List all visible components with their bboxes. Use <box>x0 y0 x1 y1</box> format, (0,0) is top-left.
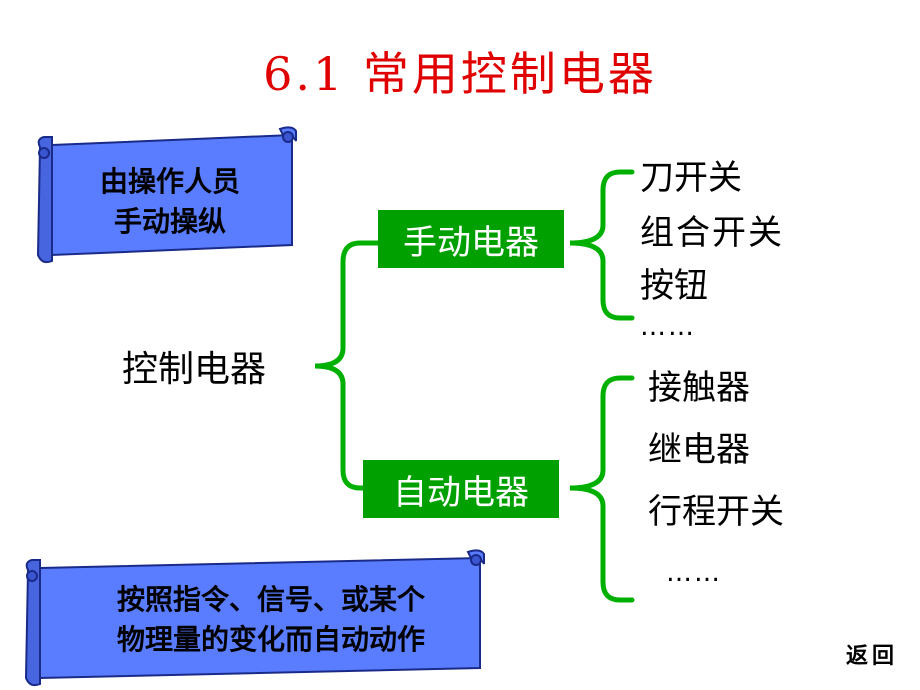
auto-item-ellipsis: …… <box>666 558 722 588</box>
manual-item-knife-switch: 刀开关 <box>640 158 742 198</box>
manual-branch-box: 手动电器 <box>378 210 564 268</box>
manual-item-ellipsis: …… <box>640 312 696 342</box>
auto-branch-box: 自动电器 <box>363 460 559 518</box>
auto-branch-label: 自动电器 <box>393 472 529 513</box>
manual-item-button: 按钮 <box>640 266 708 306</box>
auto-item-travel-switch: 行程开关 <box>648 492 784 532</box>
scroll-banner-top <box>36 126 297 264</box>
page-title: 6.1 常用控制电器 <box>263 47 657 101</box>
auto-item-contactor: 接触器 <box>648 368 750 408</box>
scroll-bottom-line-2: 物理量的变化而自动动作 <box>116 623 425 656</box>
scroll-top-line-2: 手动操纵 <box>113 205 226 238</box>
manual-branch-label: 手动电器 <box>403 222 539 263</box>
scroll-bottom-line-1: 按照指令、信号、或某个 <box>116 583 425 616</box>
scroll-banner-bottom <box>24 549 485 687</box>
scroll-top-text: 由操作人员 手动操纵 <box>60 162 280 242</box>
scroll-top-line-1: 由操作人员 <box>99 165 240 198</box>
scroll-bottom-text: 按照指令、信号、或某个 物理量的变化而自动动作 <box>46 580 496 660</box>
back-link[interactable]: 返回 <box>845 643 898 669</box>
root-node-label: 控制电器 <box>122 349 267 390</box>
manual-item-combination-switch: 组合开关 <box>640 213 784 253</box>
auto-item-relay: 继电器 <box>648 430 750 470</box>
